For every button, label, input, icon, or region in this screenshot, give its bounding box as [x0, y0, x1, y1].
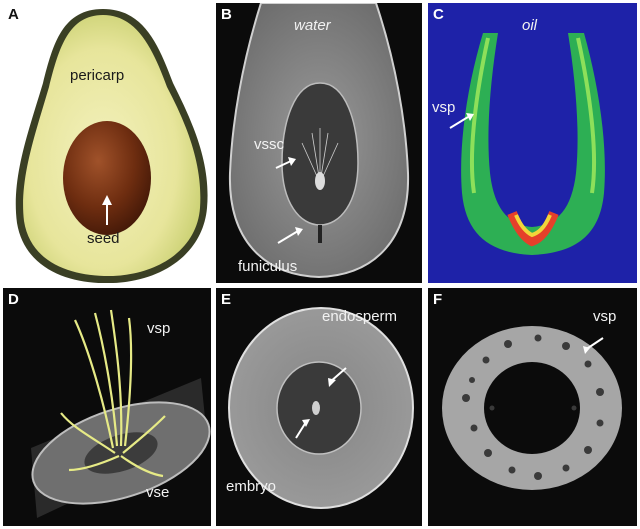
label-vssc: vssc: [254, 136, 284, 153]
panel-letter-e: E: [221, 291, 232, 308]
panel-letter-b: B: [221, 6, 232, 23]
label-pericarp: pericarp: [70, 67, 125, 84]
panel-letter-c: C: [433, 6, 444, 23]
panel-b-water-mri: B water vssc funiculus: [216, 3, 422, 283]
panel-a-avocado-photo: A pericarp seed: [3, 3, 211, 283]
label-embryo: embryo: [226, 478, 277, 495]
oil-mri-image: [449, 33, 605, 255]
cross-section-image: [228, 307, 414, 509]
panel-d-3d-vasculature: D vsp vse: [3, 288, 211, 526]
label-vsp-f: vsp: [593, 308, 617, 325]
label-seed: seed: [87, 230, 120, 247]
panel-letter-a: A: [8, 6, 19, 23]
label-funiculus: funiculus: [238, 258, 298, 275]
label-vsp-d: vsp: [147, 320, 171, 337]
label-endosperm: endosperm: [322, 308, 398, 325]
panel-f-ring-section: F vsp: [428, 288, 637, 526]
vasculature-rendering: [31, 309, 211, 518]
water-mri-image: [228, 3, 410, 279]
avocado-illustration: [15, 9, 208, 283]
seed-shape: [63, 121, 151, 235]
panel-letter-d: D: [8, 291, 19, 308]
title-water: water: [294, 17, 331, 34]
title-oil: oil: [522, 17, 538, 34]
panel-letter-f: F: [433, 291, 443, 308]
label-vsp: vsp: [432, 99, 456, 116]
label-vse: vse: [146, 484, 170, 501]
ring-section-image: [442, 326, 622, 490]
panel-c-oil-mri: C oil vsp: [428, 3, 637, 283]
panel-e-cross-section: E endosperm embryo: [216, 288, 422, 526]
